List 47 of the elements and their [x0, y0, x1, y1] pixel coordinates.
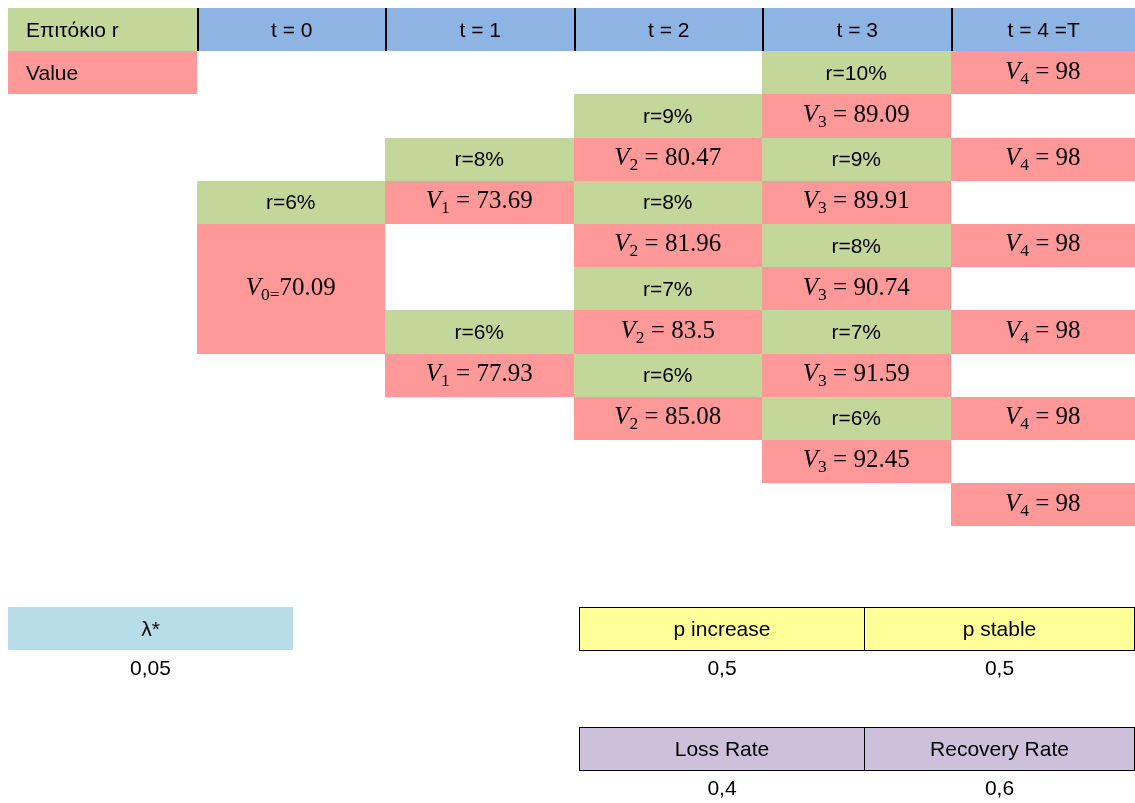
time-header-cell: t = 1	[385, 8, 574, 52]
rate-cell: r=6%	[196, 180, 385, 224]
value-cell: V$_{3}$ = 91.59	[762, 353, 951, 397]
time-header-cell: t = 4 =T	[950, 8, 1135, 52]
value-text: 0,6	[983, 776, 1016, 800]
parameter-header-cell: Loss Rate	[579, 727, 865, 771]
time-header-cell: t = 3	[762, 8, 951, 52]
rate-cell: r=6%	[385, 310, 574, 354]
time-header-cell: t = 0	[196, 8, 385, 52]
value-cell: V$_{3}$ = 89.91	[762, 180, 951, 224]
rate-cell: r=6%	[573, 353, 762, 397]
parameter-header-cell: p stable	[864, 607, 1135, 651]
rate-cell: r=6%	[762, 396, 951, 440]
value-cell: V$_{1}$ = 73.69	[385, 180, 574, 224]
time-header-cell: t = 2	[573, 8, 762, 52]
value-cell: V$_{4}$ = 98	[950, 137, 1135, 181]
value-cell: V$_{3}$ = 92.45	[762, 440, 951, 484]
value-text: 0,05	[129, 656, 172, 680]
value-text: 0,4	[706, 776, 738, 800]
value-cell: V$_{4}$ = 98	[950, 396, 1135, 440]
rate-cell: r=7%	[762, 310, 951, 354]
value-cell: V$_{2}$ = 80.47	[573, 137, 762, 181]
rate-cell: r=7%	[573, 267, 762, 311]
value-cell: V$_{4}$ = 98	[950, 483, 1135, 527]
rate-cell: r=8%	[762, 224, 951, 268]
parameter-header-cell: Recovery Rate	[864, 727, 1135, 771]
value-text: 0,5	[983, 656, 1016, 680]
value-cell: V$_{2}$ = 83.5	[573, 310, 762, 354]
value-cell: V$_{4}$ = 98	[950, 224, 1135, 268]
rate-cell: r=10%	[762, 51, 951, 95]
value-cell: Value	[8, 51, 197, 95]
value-cell: V$_{2}$ = 85.08	[573, 396, 762, 440]
rate-cell: r=8%	[385, 137, 574, 181]
value-cell: V$_{4}$ = 98	[950, 51, 1135, 95]
parameter-header-cell: λ*	[8, 607, 293, 650]
value-cell: V$_{0=}$70.09	[196, 224, 385, 354]
value-cell: V$_{3}$ = 90.74	[762, 267, 951, 311]
rate-cell: r=9%	[573, 94, 762, 138]
rate-cell: r=8%	[573, 180, 762, 224]
value-text: 0,5	[706, 656, 738, 680]
value-cell: V$_{2}$ = 81.96	[573, 224, 762, 268]
value-cell: V$_{3}$ = 89.09	[762, 94, 951, 138]
rate-cell: r=9%	[762, 137, 951, 181]
rate-cell: Επιτόκιο r	[8, 8, 197, 52]
value-cell: V$_{4}$ = 98	[950, 310, 1135, 354]
value-cell: V$_{1}$ = 77.93	[385, 353, 574, 397]
parameter-header-cell: p increase	[579, 607, 865, 651]
